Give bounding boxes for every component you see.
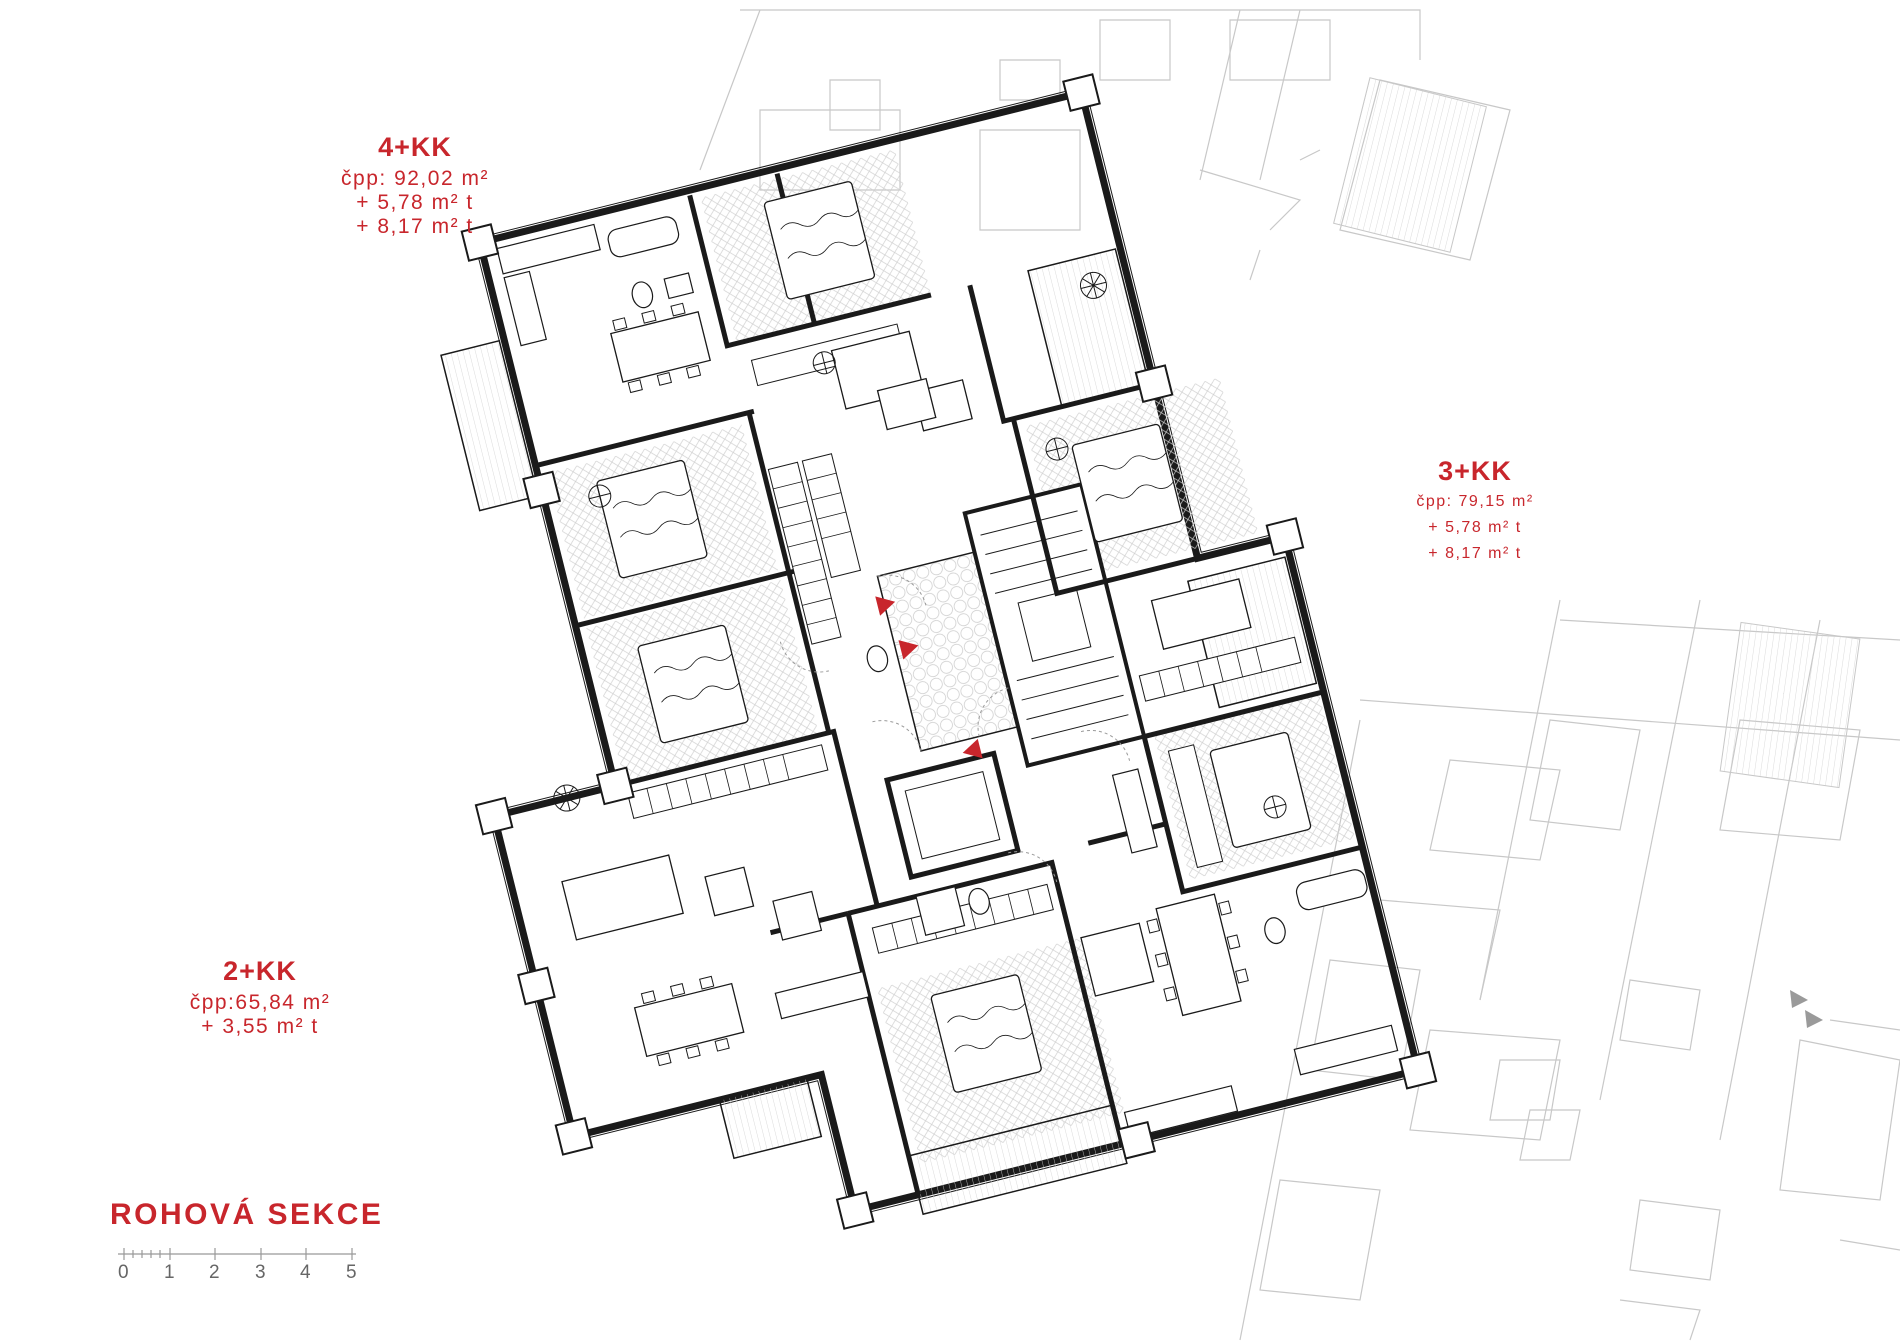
- unit-terrace-1-3kk: + 5,78 m² t: [1428, 519, 1522, 536]
- kitchen-counters: [496, 223, 1399, 1139]
- unit-terrace-1-4kk: + 5,78 m² t: [356, 191, 474, 214]
- entrance-marker-4kk: [875, 596, 896, 616]
- context-terrace-right: [1719, 621, 1861, 789]
- unit-name-4kk: 4+KK: [378, 132, 452, 162]
- bathroom-fixtures: [607, 216, 1368, 945]
- scale-label-2: 2: [209, 1262, 220, 1283]
- unit-area-4kk: čpp: 92,02 m²: [341, 167, 489, 190]
- bed-covers: [612, 209, 1174, 1052]
- context-building-top: [699, 9, 1511, 281]
- unit-label-4kk: 4+KK čpp: 92,02 m² + 5,78 m² t + 8,17 m²…: [310, 132, 520, 239]
- context-terrace-top: [1333, 77, 1487, 253]
- scale-label-1: 1: [164, 1262, 175, 1283]
- unit-area-2kk: čpp:65,84 m²: [189, 991, 331, 1014]
- plants: [553, 271, 1287, 819]
- chairs: [612, 302, 1249, 1067]
- door-swings: [779, 574, 1131, 883]
- unit-area-3kk: čpp: 79,15 m²: [1416, 493, 1534, 510]
- unit-label-2kk: 2+KK čpp:65,84 m² + 3,55 m² t: [160, 956, 360, 1039]
- stair-core: [962, 481, 1147, 768]
- unit-label-3kk: 3+KK čpp: 79,15 m² + 5,78 m² t + 8,17 m²…: [1390, 456, 1560, 563]
- scale-label-4: 4: [300, 1262, 311, 1283]
- scale-label-5: 5: [346, 1262, 357, 1283]
- entrance-marker-2kk: [898, 640, 919, 660]
- beds: [596, 181, 1312, 1093]
- unit-terrace-2-4kk: + 8,17 m² t: [356, 215, 474, 238]
- terrace-4kk-west: [440, 339, 539, 512]
- entrance-markers: [875, 596, 983, 759]
- entrance-marker-3kk: [962, 738, 983, 759]
- facade-columns: [460, 73, 1438, 1230]
- unit-terrace-2kk: + 3,55 m² t: [201, 1015, 319, 1038]
- scale-label-3: 3: [255, 1262, 266, 1283]
- scale-label-0: 0: [118, 1262, 129, 1283]
- furniture: [561, 311, 1252, 1058]
- unit-terrace-2-3kk: + 8,17 m² t: [1428, 545, 1522, 562]
- stair-treads: [980, 510, 1129, 740]
- lift-shaft: [883, 750, 1021, 881]
- context-entrance-arrows: [1790, 990, 1823, 1028]
- scale-bar: [118, 1248, 356, 1260]
- section-title: ROHOVÁ SEKCE: [110, 1198, 384, 1231]
- terrace-2kk-west: [718, 1077, 823, 1160]
- main-building: [440, 73, 1438, 1230]
- unit-name-2kk: 2+KK: [223, 956, 297, 986]
- unit-name-3kk: 3+KK: [1438, 456, 1512, 486]
